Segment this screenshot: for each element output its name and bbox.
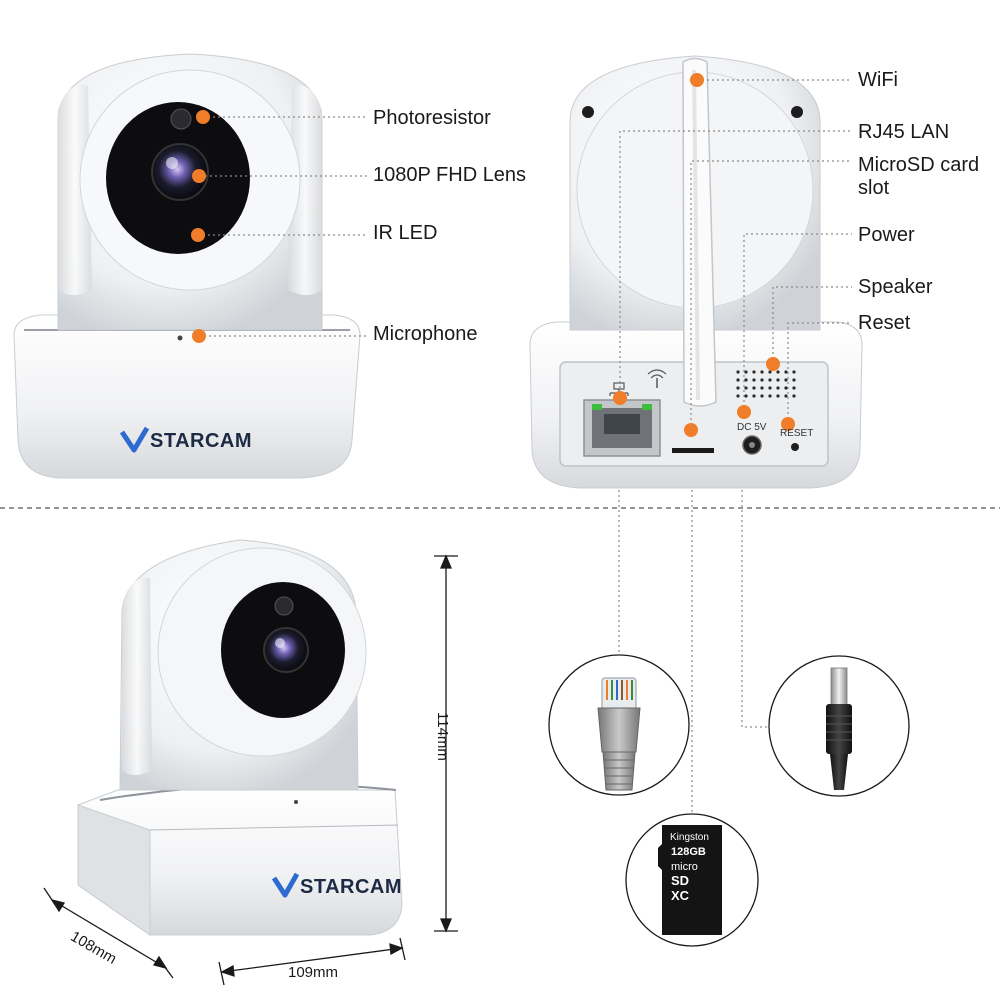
back-camera <box>529 55 863 489</box>
microphone-label: Microphone <box>373 323 478 345</box>
reset-port-label: RESET <box>780 428 814 439</box>
photoresistor-label: Photoresistor <box>373 107 491 129</box>
wifi-label: WiFi <box>858 69 898 91</box>
rj45-cable-inset <box>548 654 690 796</box>
sd-card-capacity: 128GB <box>671 846 706 858</box>
microsd-card-inset <box>625 813 759 947</box>
width-dimension: 109mm <box>288 964 339 981</box>
ir-led-dot <box>191 228 205 242</box>
speaker-label: Speaker <box>858 276 933 298</box>
wifi-dot <box>690 73 704 87</box>
lens-dot <box>192 169 206 183</box>
photoresistor-dot <box>196 110 210 124</box>
microphone-dot <box>192 329 206 343</box>
microsd-label-line2: slot <box>858 177 890 199</box>
reset-dot <box>781 417 795 431</box>
ir-led-label: IR LED <box>373 222 438 244</box>
dc-port-label: DC 5V <box>737 422 767 433</box>
speaker-dot <box>766 357 780 371</box>
microsd-dot <box>684 423 698 437</box>
brand-logo-front: STARCAM <box>150 430 253 452</box>
rj45-label: RJ45 LAN <box>858 121 950 143</box>
sd-card-type-xc: XC <box>671 888 690 903</box>
microsd-label-line1: MicroSD card <box>858 154 980 176</box>
connector-leader-lines <box>618 490 774 830</box>
sd-card-type-sd: SD <box>671 873 690 888</box>
perspective-camera <box>77 539 403 936</box>
sd-card-brand: Kingston <box>670 832 709 843</box>
reset-label: Reset <box>858 312 911 334</box>
height-dimension: 114mm <box>434 712 451 761</box>
front-callout-dots <box>191 110 210 343</box>
dc-plug-inset <box>768 655 910 797</box>
lens-label: 1080P FHD Lens <box>373 164 527 186</box>
power-dot <box>737 405 751 419</box>
front-leader-lines <box>198 116 368 337</box>
speaker-grille <box>736 370 796 398</box>
sd-card-type-micro: micro <box>671 861 698 873</box>
back-callout-dots <box>613 73 795 437</box>
power-label: Power <box>858 224 915 246</box>
back-leader-lines <box>619 79 852 430</box>
brand-logo-perspective: STARCAM <box>300 876 403 898</box>
dimension-lines <box>43 554 458 986</box>
rj45-dot <box>613 391 627 405</box>
